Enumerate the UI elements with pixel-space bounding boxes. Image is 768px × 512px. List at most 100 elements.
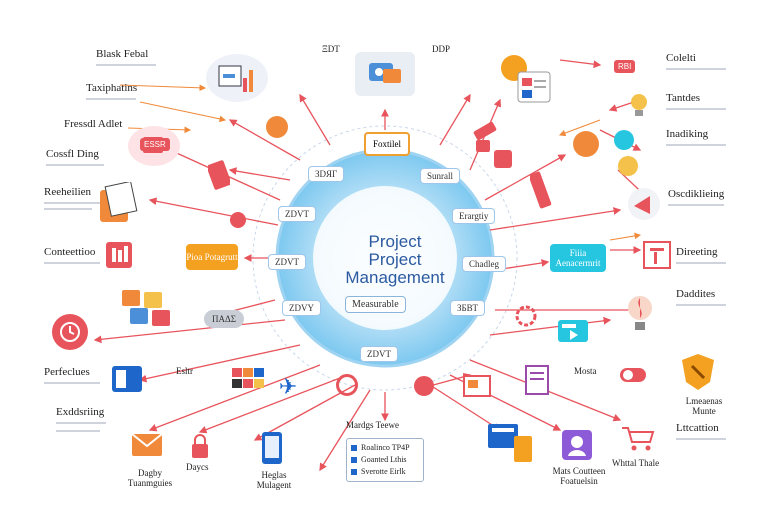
right-item-desc-8 (676, 438, 726, 440)
calendar-right-label: Mosta (574, 366, 597, 376)
top-label-right: DDP (432, 44, 451, 54)
calendar-left-label: Esltr (176, 366, 193, 376)
music-window-icon (498, 52, 554, 108)
bottom-label-6: Whttal Thale (612, 458, 660, 468)
ring-label-4: ZDVY (282, 300, 321, 316)
bottom-label-4: Mardgs Teewe (346, 420, 399, 430)
ring-label-9: ЗБВТ (450, 300, 486, 316)
files-icon (486, 420, 536, 466)
gear-red-icon (514, 304, 538, 328)
ring-label-1: ЗDЯГ (308, 166, 345, 182)
left-item-desc-8 (56, 422, 106, 424)
tablet-icon (110, 364, 144, 396)
left-item-title-4: Cossfl Ding (46, 148, 99, 160)
flame-bulb-icon (626, 292, 654, 334)
document-stack-icon (355, 52, 415, 96)
legend-box: Roalinco TP4P Goanted Lthis Sverotte Eir… (346, 438, 424, 482)
clipboard-icon (470, 120, 500, 154)
grid-tiles-icon (230, 366, 266, 390)
cart-icon (620, 424, 656, 452)
ring-icon (336, 374, 358, 396)
left-item-title-2: Taxiphatins (86, 82, 138, 94)
right-item-desc-3 (666, 144, 726, 146)
ring-label-8: Chadleg (462, 256, 506, 272)
chat-bubbles-icon (572, 128, 642, 178)
bottom-label-2: Daycs (186, 462, 209, 472)
rocket-icon: ✈ (278, 374, 298, 399)
pink-node-tag: ESSR (140, 138, 170, 151)
left-item-desc-8b (56, 430, 100, 432)
right-item-title-5: Direeting (676, 246, 718, 258)
left-item-desc-4 (46, 164, 104, 166)
right-item-title-6: Daddites (676, 288, 716, 300)
cyan-node: Fiiia Aenacermrit (550, 244, 606, 272)
right-item-desc-1 (666, 68, 726, 70)
top-box: Foxtilel (364, 132, 410, 156)
bottom-label-3: Heglas Mulagent (256, 470, 292, 490)
ring-label-5: ZDVT (360, 346, 398, 362)
hub-title-line2: Project (368, 250, 422, 269)
legend-swatch-1 (351, 444, 357, 451)
settings-red-icon (230, 212, 246, 228)
bulb-icon (628, 92, 650, 120)
orange-node: Pioa Potagrutt (186, 244, 238, 270)
left-item-title-3: Fressdl Adlet (64, 118, 123, 130)
toggle-icon (620, 368, 646, 382)
left-item-title-8: Exddsriing (56, 406, 105, 418)
right-item-title-2: Tantdes (666, 92, 701, 104)
ruler-icon (530, 170, 556, 210)
book-icon (524, 364, 550, 396)
right-item-title-8: Lttcattion (676, 422, 719, 434)
legend-row-1: Roalinco TP4P (351, 443, 410, 452)
calendar-grid-icon (104, 240, 134, 270)
lock-icon (190, 434, 210, 460)
target-icon (52, 314, 88, 350)
left-item-title-1: Blask Febal (96, 48, 149, 60)
document-icon (98, 182, 138, 226)
bar-chart-icon (206, 54, 268, 102)
bottom-label-1: Dagby Tuanmguies (127, 468, 173, 488)
video-player-icon (556, 316, 590, 346)
left-item-desc-6 (44, 262, 100, 264)
right-item-desc-5 (676, 262, 726, 264)
left-item-desc-7 (44, 382, 100, 384)
legend-swatch-2 (351, 456, 357, 463)
legend-row-3: Sverotte Eirlk (351, 467, 406, 476)
envelope-icon (130, 432, 164, 458)
left-item-desc-5 (44, 202, 100, 204)
legend-text-1: Roalinco TP4P (361, 443, 410, 452)
left-item-desc-1 (96, 64, 156, 66)
hub-title-line3: Management (345, 268, 445, 287)
heart-icon (414, 376, 434, 396)
gantt-icon (642, 240, 672, 270)
ring-label-6: Sunrall (420, 168, 460, 184)
profile-badge-icon (560, 428, 594, 462)
right-item-title-4: Oscdiklieing (668, 188, 725, 200)
ring-label-3: ZDVT (268, 254, 306, 270)
right-item-title-7: Lmeaenas Munte (685, 396, 723, 416)
legend-text-2: Goanted Lthis (361, 455, 407, 464)
legend-row-2: Goanted Lthis (351, 455, 407, 464)
left-item-desc-5b (44, 208, 92, 210)
hub-banner: Measurable (345, 296, 406, 313)
right-item-title-3: Inadiking (666, 128, 709, 140)
top-label-left: ΞDT (322, 44, 340, 54)
bottom-label-5: Mats Coutteen Foatuelsin (552, 466, 606, 486)
flag-icon (208, 160, 230, 190)
gray-node: ΠΑΔΣ (204, 310, 244, 328)
hub-title-line1: Project (368, 232, 422, 251)
gallery-icon (116, 286, 186, 332)
hub-inner (313, 186, 457, 330)
checkbox-orange-icon (266, 116, 288, 138)
legend-text-3: Sverotte Eirlk (361, 467, 406, 476)
phone-icon (260, 430, 284, 466)
right-item-title-1: Colelti (666, 52, 696, 64)
right-item-desc-4 (668, 204, 724, 206)
left-item-title-5: Reeheilien (44, 186, 92, 198)
ring-label-7: Erargtiy (452, 208, 496, 224)
photo-card-icon (462, 374, 492, 398)
legend-swatch-3 (351, 468, 357, 475)
shield-icon (680, 352, 716, 392)
